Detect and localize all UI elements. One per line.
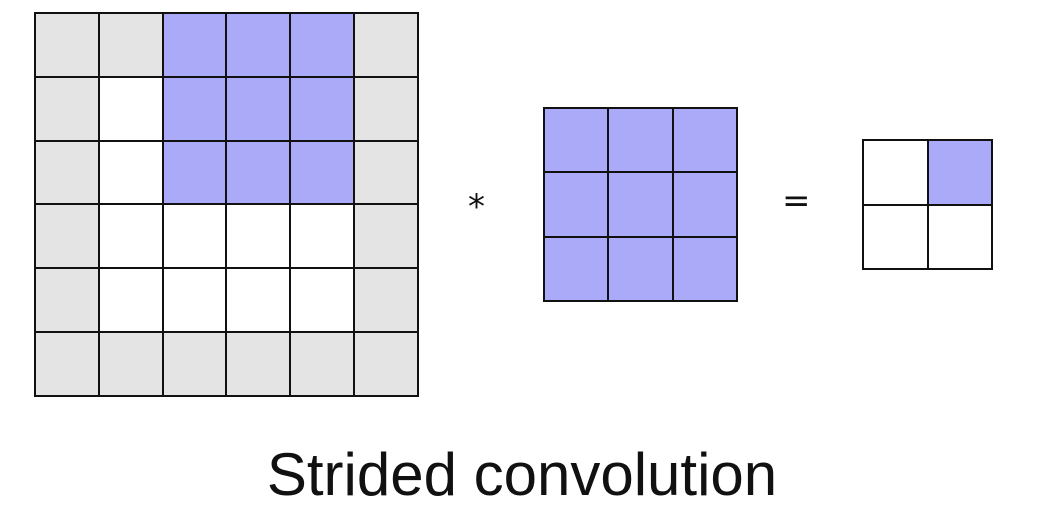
output-cell-empty: [928, 205, 991, 268]
input-cell-padding: [163, 333, 226, 395]
input-cell-active: [163, 14, 226, 76]
input-cell-empty: [163, 269, 226, 332]
kernel-cell-active: [673, 173, 736, 236]
input-cell-padding: [355, 269, 417, 332]
kernel-cell-active: [545, 173, 608, 236]
input-cell-padding: [227, 333, 290, 395]
input-cell-empty: [291, 269, 354, 332]
input-cell-padding: [355, 333, 417, 395]
input-cell-empty: [227, 269, 290, 332]
kernel-cell-active: [609, 173, 672, 236]
kernel-cell-active: [673, 237, 736, 300]
input-cell-active: [227, 14, 290, 76]
input-grid: [34, 12, 419, 397]
input-cell-empty: [227, 205, 290, 268]
equals-operator: =: [782, 181, 811, 221]
kernel-cell-active: [545, 109, 608, 172]
kernel-grid: [543, 107, 738, 302]
kernel-cell-active: [609, 237, 672, 300]
input-cell-padding: [36, 77, 98, 140]
convolution-operator: *: [468, 187, 485, 227]
input-cell-padding: [36, 14, 98, 76]
output-cell-empty: [864, 141, 927, 204]
kernel-cell-active: [545, 237, 608, 300]
input-cell-padding: [99, 333, 162, 395]
input-cell-active: [291, 141, 354, 204]
input-cell-padding: [36, 205, 98, 268]
output-grid: [862, 139, 993, 270]
output-cell-empty: [864, 205, 927, 268]
input-cell-active: [163, 77, 226, 140]
input-cell-active: [291, 77, 354, 140]
input-cell-padding: [355, 14, 417, 76]
input-cell-empty: [99, 205, 162, 268]
input-cell-empty: [99, 77, 162, 140]
output-cell-active: [928, 141, 991, 204]
input-cell-padding: [99, 14, 162, 76]
input-cell-active: [227, 141, 290, 204]
input-cell-empty: [291, 205, 354, 268]
input-cell-padding: [355, 141, 417, 204]
input-cell-active: [291, 14, 354, 76]
input-cell-active: [163, 141, 226, 204]
input-cell-padding: [36, 141, 98, 204]
kernel-cell-active: [673, 109, 736, 172]
kernel-cell-active: [609, 109, 672, 172]
input-cell-padding: [355, 205, 417, 268]
diagram-caption: Strided convolution: [266, 441, 778, 508]
input-cell-padding: [291, 333, 354, 395]
input-cell-empty: [163, 205, 226, 268]
input-cell-padding: [355, 77, 417, 140]
input-cell-padding: [36, 269, 98, 332]
input-cell-active: [227, 77, 290, 140]
input-cell-empty: [99, 141, 162, 204]
input-cell-padding: [36, 333, 98, 395]
input-cell-empty: [99, 269, 162, 332]
